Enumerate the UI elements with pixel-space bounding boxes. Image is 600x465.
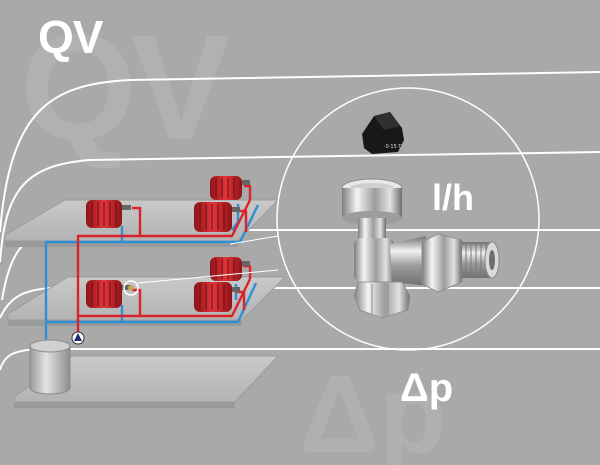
radiator-icon xyxy=(210,176,250,200)
angle-valve-icon xyxy=(341,178,500,319)
boiler-tank-icon xyxy=(29,339,71,395)
platform-basement-edge xyxy=(14,402,235,408)
supply-pipes xyxy=(76,184,252,344)
ghost-pressure-watermark: Δp xyxy=(300,353,447,465)
contour-line xyxy=(0,151,600,263)
pump-icon xyxy=(71,331,85,345)
radiators xyxy=(86,176,250,312)
highlighted-valve-marker xyxy=(123,280,139,296)
svg-text:·0·15·T: ·0·15·T xyxy=(384,144,402,150)
radiator-icon xyxy=(194,282,240,312)
radiator-icon xyxy=(210,257,250,281)
radiator-icon xyxy=(86,280,131,308)
pressure-difference-label: Δp xyxy=(400,366,454,410)
flow-label: QV xyxy=(38,11,103,63)
ghost-flow-watermark: QV xyxy=(20,3,231,171)
contour-line xyxy=(0,71,600,233)
flow-rate-unit-label: l/h xyxy=(432,177,474,218)
radiator-icon xyxy=(194,202,240,232)
valve-cap-icon: ·0·15·T xyxy=(362,112,404,154)
radiator-icon xyxy=(86,200,131,228)
detail-magnifier xyxy=(137,87,540,351)
